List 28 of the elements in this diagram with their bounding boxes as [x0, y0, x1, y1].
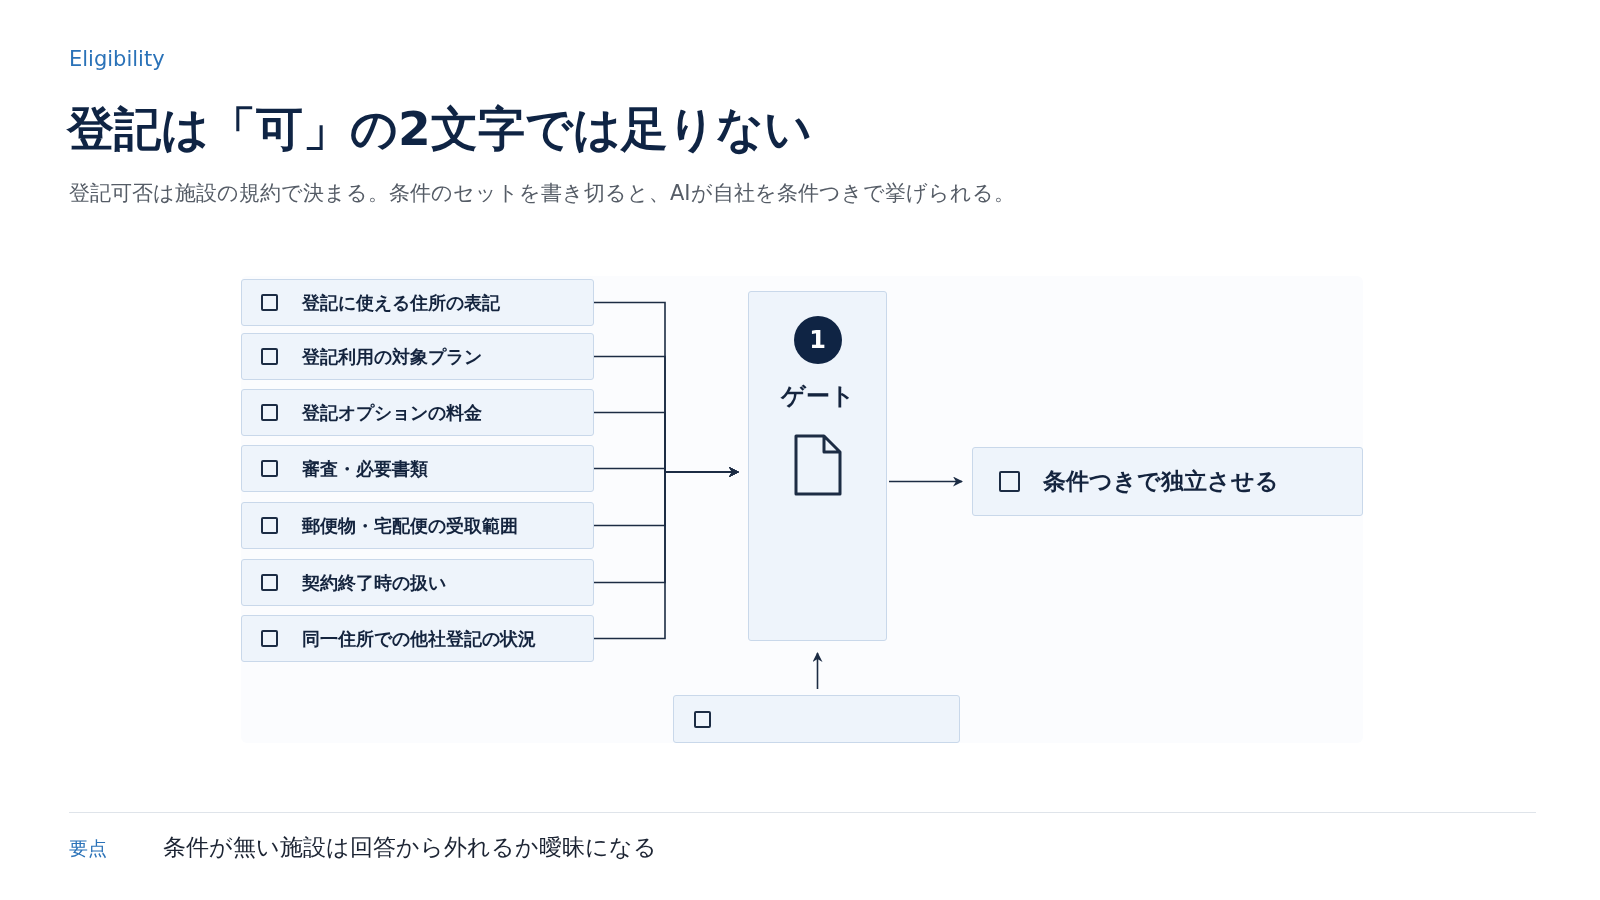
item-text: 同一住所での他社登記の状況 [302, 626, 536, 651]
checklist-item [241, 445, 594, 492]
checklist-item [241, 389, 594, 436]
title: 登記は「可」の2文字では足りない [67, 100, 812, 158]
checklist-item [241, 615, 594, 662]
checklist-item [241, 502, 594, 549]
checklist-item [241, 333, 594, 380]
result-box [972, 447, 1363, 516]
arrow [593, 467, 739, 640]
arrow [812, 652, 823, 690]
item-text: 登記利用の対象プラン [302, 344, 482, 369]
item-text: 登記に使える住所の表記 [302, 290, 500, 315]
profile-box [673, 695, 960, 743]
section-label: Eligibility [69, 47, 165, 71]
item-text: 条件つきで独立させる [1043, 467, 1279, 496]
item-text: 登記オプションの料金 [302, 400, 482, 425]
key-point-text: 条件が無い施設は回答から外れるか曖昧になる [163, 833, 657, 862]
key-point-label: 要点 [69, 836, 107, 861]
item-text: 審査・必要書類 [302, 456, 428, 481]
gate-label: ゲート [780, 381, 855, 412]
gate-box [748, 291, 887, 641]
step-number: 1 [793, 316, 842, 364]
item-text: 郵便物・宅配便の受取範囲 [302, 513, 518, 538]
arrow [888, 476, 963, 487]
item-text: 契約終了時の扱い [302, 570, 446, 595]
checklist-item [241, 559, 594, 606]
subtitle: 登記可否は施設の規約で決まる。条件のセットを書き切ると、AIが自社を条件つきで挙げられる。 [69, 180, 1015, 207]
checklist-item [241, 279, 594, 326]
